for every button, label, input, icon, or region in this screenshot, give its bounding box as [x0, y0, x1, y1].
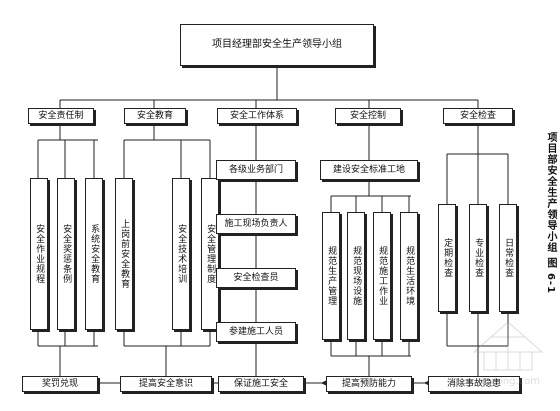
- responsibility-item: 安全奖惩条例: [57, 178, 75, 330]
- awareness-box: 提高安全意识: [120, 376, 212, 392]
- work-system-item: 安全检查员: [216, 268, 296, 288]
- education-item: 上岗前安全教育: [115, 178, 133, 330]
- education-item: 安全技术培训: [172, 178, 190, 330]
- watermark-logo: zhulong.com: [472, 321, 544, 387]
- responsibility-box: 安全责任制: [28, 108, 94, 124]
- control-item: 规范生活环境: [400, 212, 418, 340]
- responsibility-item: 系统安全教育: [85, 178, 103, 330]
- reward-box: 奖罚兑现: [22, 376, 98, 392]
- guarantee-box: 保证施工安全: [218, 376, 304, 392]
- inspection-item: 专业检查: [469, 204, 487, 312]
- control-item: 规范施工作业: [373, 212, 391, 340]
- watermark-text: zhulong.com: [476, 376, 540, 387]
- work-system-item: 施工现场负责人: [216, 214, 296, 234]
- control-item: 规范生产管理: [322, 212, 340, 340]
- standard-site-box: 建设安全标准工地: [320, 160, 418, 180]
- work-system-item: 参建施工人员: [216, 322, 296, 342]
- figure-caption: 项目部安全生产领导小组 图 6-1: [545, 132, 556, 295]
- work-system-item: 各级业务部门: [216, 160, 296, 180]
- inspection-item: 日常检查: [499, 204, 517, 312]
- prevention-box: 提高预防能力: [326, 376, 412, 392]
- responsibility-item: 安全作业规程: [30, 178, 48, 330]
- control-box: 安全控制: [335, 108, 401, 124]
- work-system-box: 安全工作体系: [217, 108, 297, 124]
- education-item: 安全管理制度: [201, 178, 219, 330]
- education-box: 安全教育: [124, 108, 186, 124]
- control-item: 规范现场设施: [347, 212, 365, 340]
- inspection-item: 定期检查: [438, 204, 456, 312]
- inspection-box: 安全检查: [443, 108, 513, 124]
- hazards-box: 消除事故隐患: [428, 376, 520, 392]
- leadership-group-box: 项目经理部安全生产领导小组: [180, 24, 374, 66]
